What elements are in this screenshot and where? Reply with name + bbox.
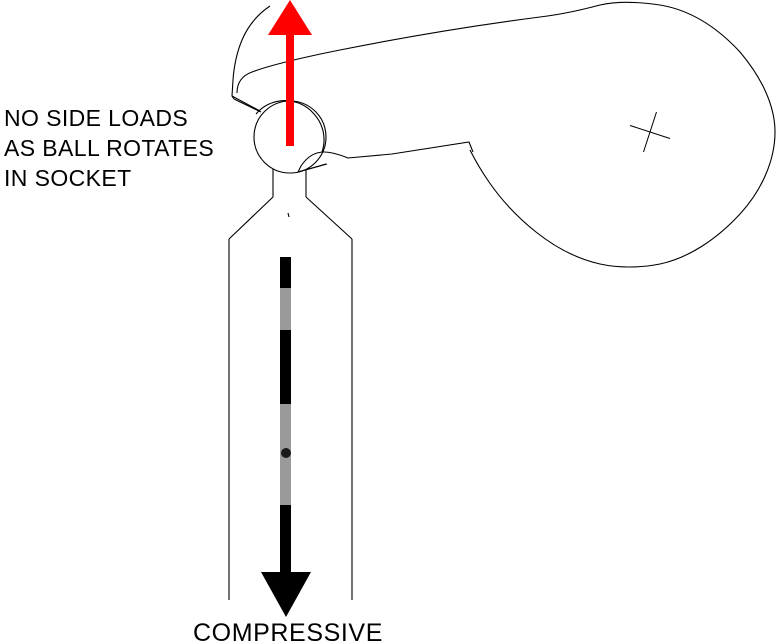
compressive-shaft-segment-1	[280, 257, 291, 288]
socket-arm-inner-edge	[231, 95, 261, 112]
shock-absorber-body-group	[228, 169, 353, 600]
socket-arm-outer-edge	[231, 5, 271, 100]
no-side-loads-line-2: AS BALL ROTATES	[4, 135, 214, 161]
knuckle-arm-bottom	[296, 141, 474, 173]
shock-center-tick	[287, 212, 290, 218]
shock-left-shoulder	[228, 196, 274, 240]
cross-horizontal-line	[629, 125, 671, 139]
knuckle-upper-edge	[236, 1, 776, 268]
steering-knuckle-group	[236, 1, 776, 268]
socket-arm-face	[233, 98, 262, 113]
reaction-arrow-shaft	[286, 20, 294, 146]
no-side-loads-line-1: NO SIDE LOADS	[4, 105, 188, 131]
socket-arm-group	[231, 5, 271, 113]
compressive-shaft-segment-3	[280, 330, 291, 404]
no-side-loads-line-3: IN SOCKET	[4, 165, 132, 191]
compressive-shaft-segment-2	[280, 288, 291, 330]
reaction-force-arrow	[268, 0, 312, 146]
socket-shell-arc	[255, 100, 325, 153]
hub-center-cross	[629, 111, 671, 153]
reaction-arrow-head	[268, 0, 312, 35]
compressive-shaft-pivot-dot	[281, 448, 291, 458]
compressive-label: COMPRESSIVE	[193, 619, 383, 644]
compressive-arrow-head	[261, 572, 311, 617]
compressive-shaft-segment-5	[280, 505, 291, 580]
shock-right-shoulder	[305, 196, 353, 240]
compressive-force-arrow	[261, 257, 311, 617]
